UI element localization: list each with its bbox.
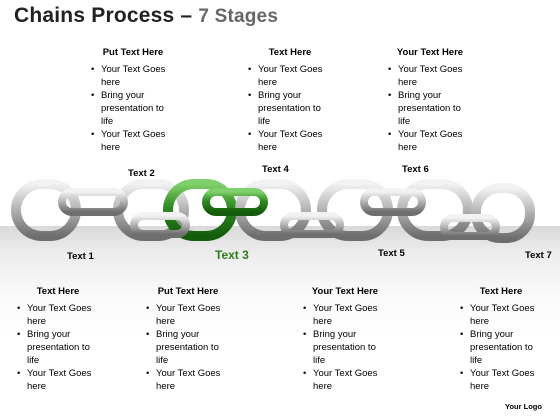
stage-label-1: Text 1 bbox=[67, 251, 94, 262]
bullet-item: Your Text Goes here bbox=[245, 128, 335, 154]
page-title: Chains Process – 7 Stages bbox=[14, 4, 278, 28]
block-heading: Your Text Here bbox=[311, 286, 379, 297]
bullet-item: Your Text Goes here bbox=[245, 63, 335, 89]
stage-label-6: Text 6 bbox=[402, 164, 429, 175]
block-heading: Put Text Here bbox=[157, 286, 219, 297]
bottom-block-3: Your Text Here Your Text Goes here Bring… bbox=[300, 285, 390, 393]
chain-link-10 bbox=[440, 214, 500, 240]
bullet-item: Your Text Goes here bbox=[143, 367, 233, 393]
bullet-item: Your Text Goes here bbox=[88, 63, 178, 89]
bullet-item: Bring your presentation to life bbox=[14, 328, 102, 367]
bullet-item: Your Text Goes here bbox=[143, 302, 233, 328]
bullet-item: Bring your presentation to life bbox=[385, 89, 475, 128]
top-block-2: Text Here Your Text Goes here Bring your… bbox=[245, 46, 335, 154]
bottom-block-2: Put Text Here Your Text Goes here Bring … bbox=[143, 285, 233, 393]
title-subtitle: 7 Stages bbox=[198, 6, 279, 27]
block-heading: Text Here bbox=[268, 47, 312, 58]
chain-illustration bbox=[11, 179, 535, 243]
stage-label-2: Text 2 bbox=[128, 168, 155, 179]
bullet-item: Your Text Goes here bbox=[14, 367, 102, 393]
chain-link-2 bbox=[58, 188, 128, 216]
top-block-3: Your Text Here Your Text Goes here Bring… bbox=[385, 46, 475, 154]
bullet-item: Your Text Goes here bbox=[300, 367, 390, 393]
title-main: Chains Process bbox=[14, 4, 175, 27]
bullet-item: Your Text Goes here bbox=[457, 302, 545, 328]
bullet-item: Your Text Goes here bbox=[457, 367, 545, 393]
block-heading: Text Here bbox=[36, 286, 80, 297]
block-heading: Text Here bbox=[479, 286, 523, 297]
bullet-item: Bring your presentation to life bbox=[245, 89, 335, 128]
chain-link-8 bbox=[360, 188, 426, 216]
bullet-item: Bring your presentation to life bbox=[300, 328, 390, 367]
top-block-1: Put Text Here Your Text Goes here Bring … bbox=[88, 46, 178, 154]
bullet-list: Your Text Goes here Bring your presentat… bbox=[88, 63, 178, 154]
bottom-block-4: Text Here Your Text Goes here Bring your… bbox=[457, 285, 545, 393]
bullet-item: Your Text Goes here bbox=[300, 302, 390, 328]
bullet-list: Your Text Goes here Bring your presentat… bbox=[143, 302, 233, 393]
stage-label-5: Text 5 bbox=[378, 248, 405, 259]
title-separator: – bbox=[174, 4, 199, 27]
logo-text: Your Logo bbox=[505, 402, 542, 411]
chain-link-green-2 bbox=[202, 188, 268, 216]
block-heading: Your Text Here bbox=[396, 47, 464, 58]
block-heading: Put Text Here bbox=[102, 47, 164, 58]
bullet-item: Your Text Goes here bbox=[14, 302, 102, 328]
bullet-list: Your Text Goes here Bring your presentat… bbox=[457, 302, 545, 393]
bottom-block-1: Text Here Your Text Goes here Bring your… bbox=[14, 285, 102, 393]
bullet-item: Bring your presentation to life bbox=[457, 328, 545, 367]
bullet-list: Your Text Goes here Bring your presentat… bbox=[385, 63, 475, 154]
bullet-item: Bring your presentation to life bbox=[143, 328, 233, 367]
bullet-item: Bring your presentation to life bbox=[88, 89, 178, 128]
bullet-item: Your Text Goes here bbox=[385, 128, 475, 154]
stage-label-4: Text 4 bbox=[262, 164, 289, 175]
bullet-list: Your Text Goes here Bring your presentat… bbox=[245, 63, 335, 154]
chain-link-6 bbox=[280, 212, 344, 238]
bullet-list: Your Text Goes here Bring your presentat… bbox=[300, 302, 390, 393]
chain-link-4 bbox=[130, 212, 190, 238]
stage-label-3: Text 3 bbox=[215, 248, 249, 262]
bullet-list: Your Text Goes here Bring your presentat… bbox=[14, 302, 102, 393]
bullet-item: Your Text Goes here bbox=[88, 128, 178, 154]
chain-link-11 bbox=[471, 183, 535, 243]
stage-label-7: Text 7 bbox=[525, 250, 552, 261]
bullet-item: Your Text Goes here bbox=[385, 63, 475, 89]
